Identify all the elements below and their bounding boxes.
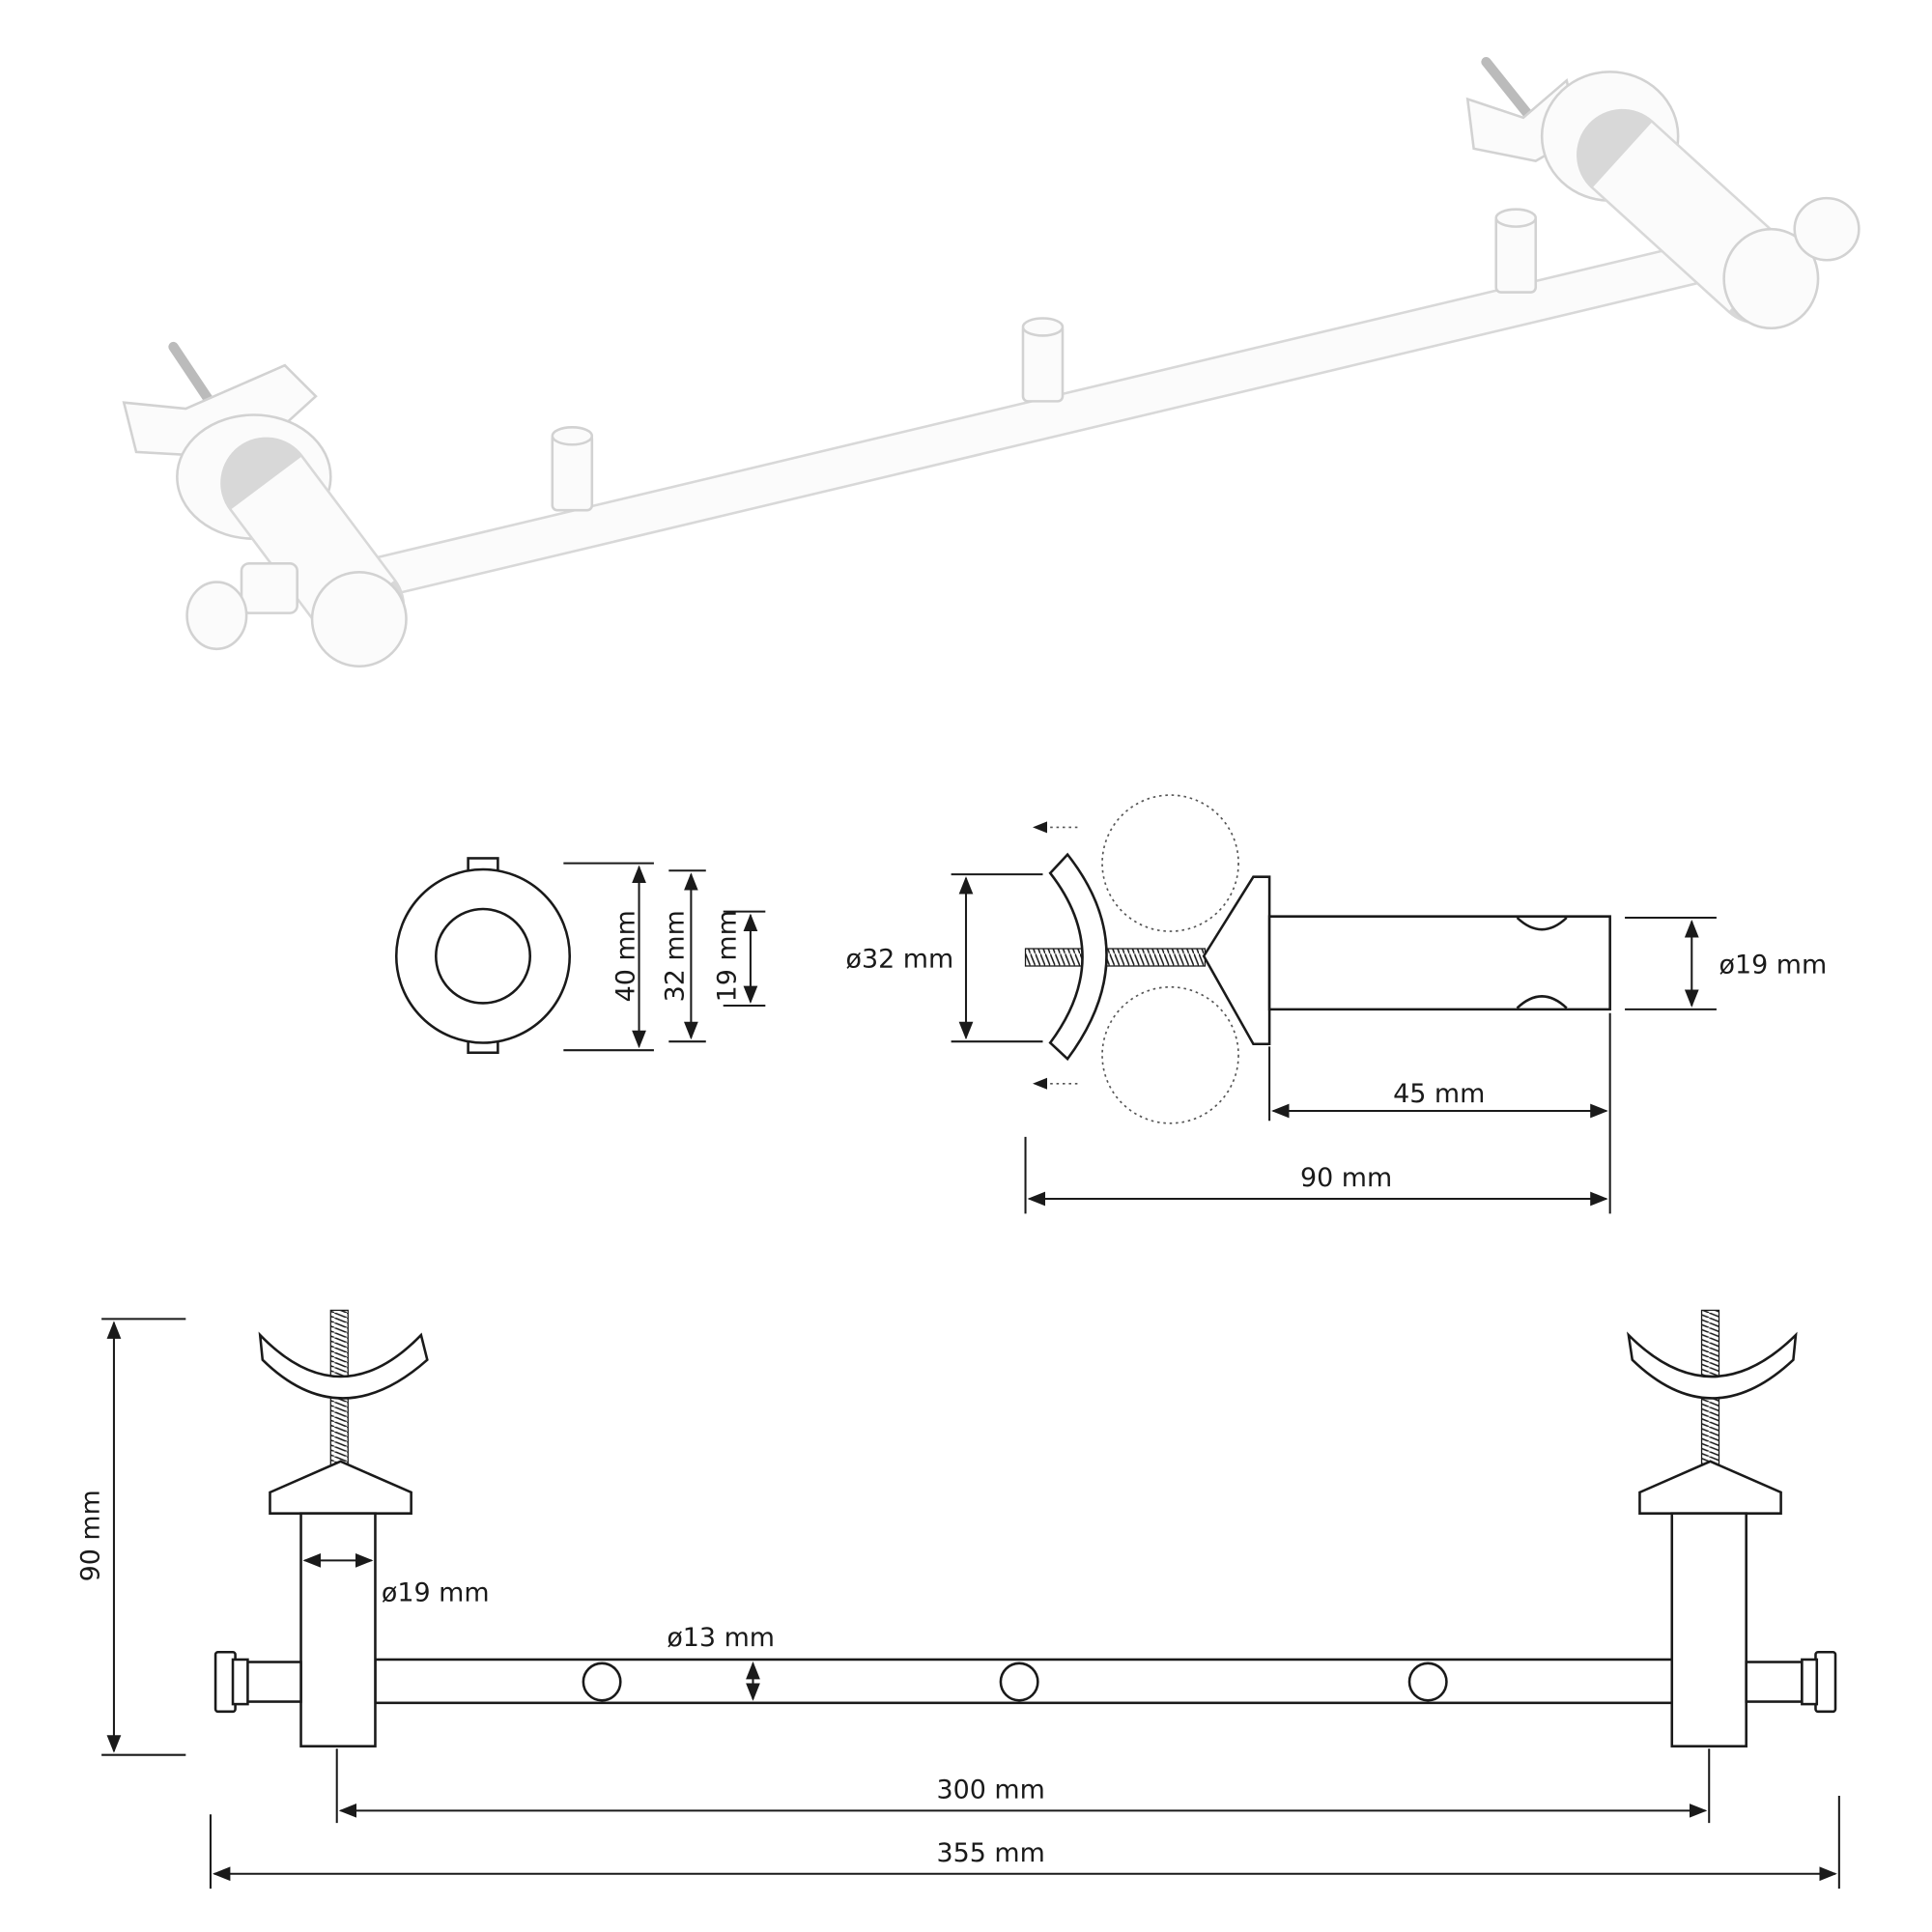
end-outer-label: 40 mm	[611, 910, 640, 1002]
height-label: 90 mm	[76, 1490, 106, 1581]
front-view: ø19 mm ø13 mm 90 mm 300 mm 355 mm	[76, 1309, 1840, 1889]
product-render	[122, 56, 1861, 668]
clamp-diameter-label: ø32 mm	[846, 944, 954, 974]
left-bracket	[122, 341, 408, 668]
center-distance-label: 300 mm	[936, 1776, 1044, 1805]
left-post	[213, 1309, 429, 1747]
tube-length-label: 45 mm	[1393, 1079, 1485, 1109]
bar-diameter-label: ø13 mm	[667, 1623, 775, 1653]
hook-circles	[582, 1662, 1448, 1702]
tube-diameter-label: ø19 mm	[1719, 951, 1827, 980]
total-depth-label: 90 mm	[1300, 1163, 1392, 1193]
hook-peg	[551, 208, 1538, 512]
side-view: ø32 mm ø19 mm 45 mm 90 mm	[846, 794, 1827, 1214]
total-width-label: 355 mm	[936, 1838, 1044, 1868]
end-view: 40 mm 32 mm 19 mm	[394, 857, 766, 1055]
end-flange-label: 32 mm	[661, 910, 691, 1002]
right-post	[1627, 1309, 1837, 1747]
right-bracket	[1465, 56, 1861, 330]
end-tube-label: 19 mm	[713, 910, 743, 1002]
post-diameter-label: ø19 mm	[382, 1578, 490, 1608]
